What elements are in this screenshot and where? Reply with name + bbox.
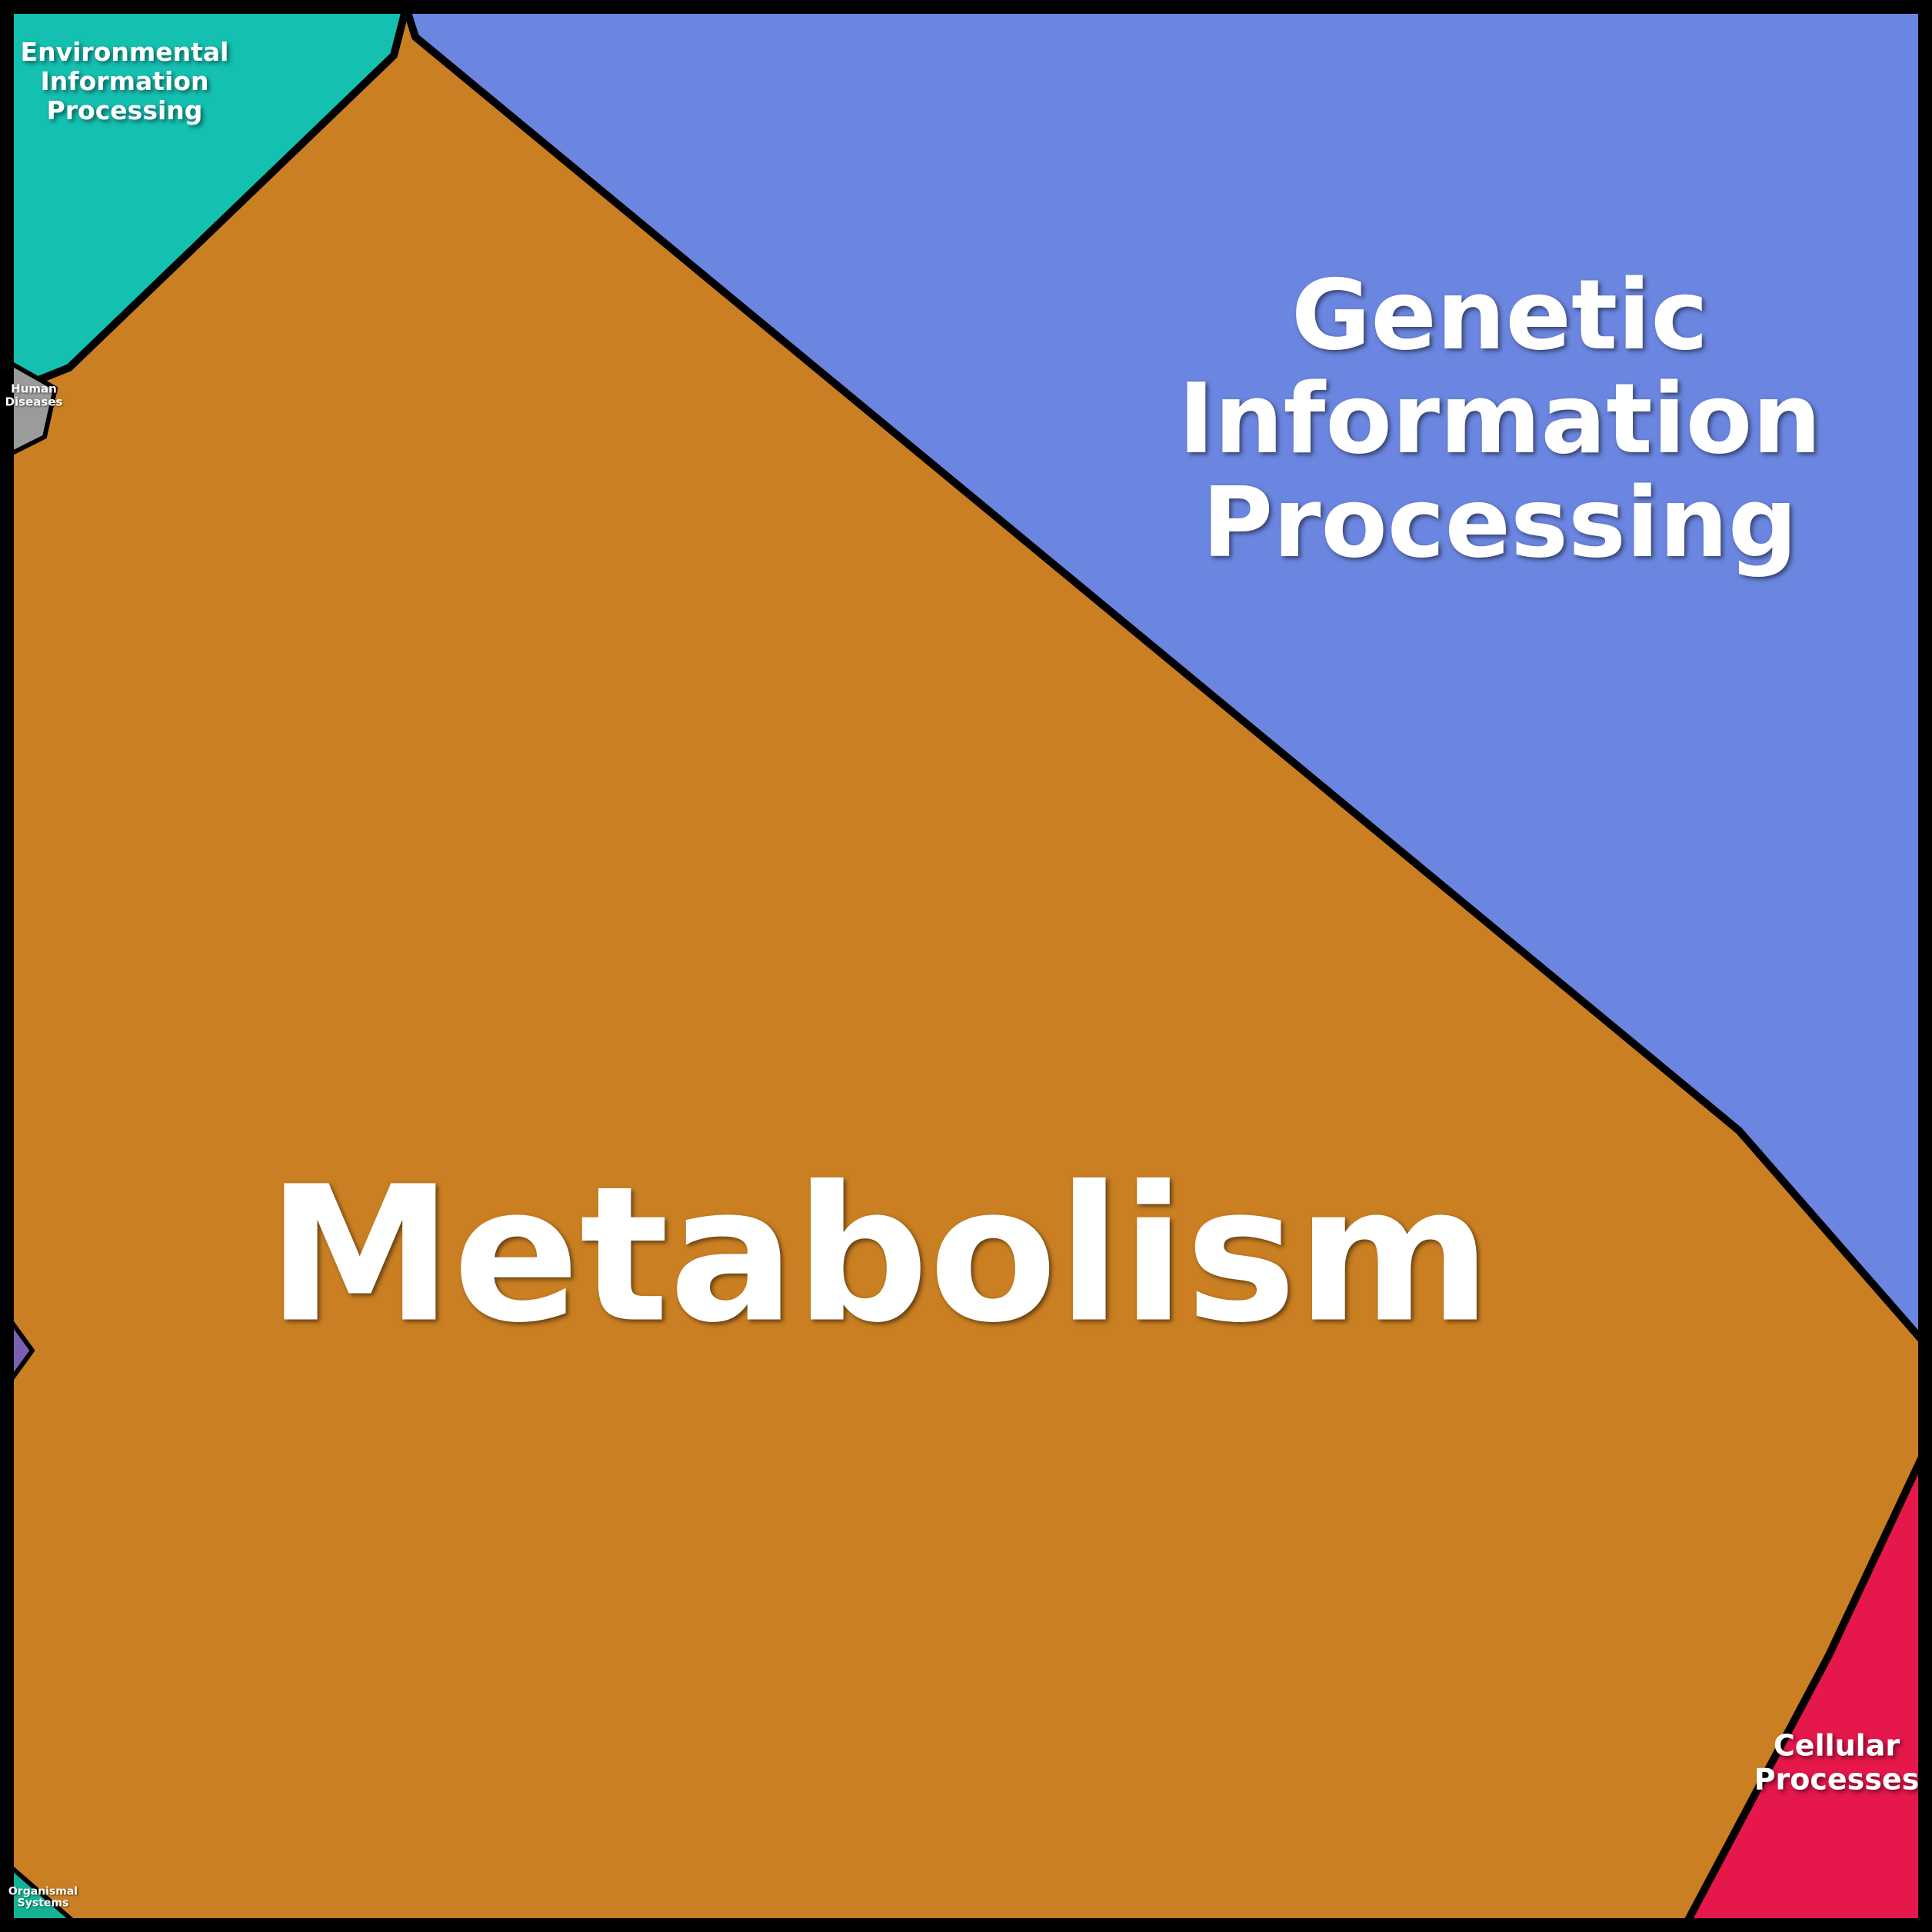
treemap-svg <box>0 0 1932 1932</box>
voronoi-treemap: Metabolism Genetic Information Processin… <box>0 0 1932 1932</box>
chart-border <box>0 0 1932 1932</box>
